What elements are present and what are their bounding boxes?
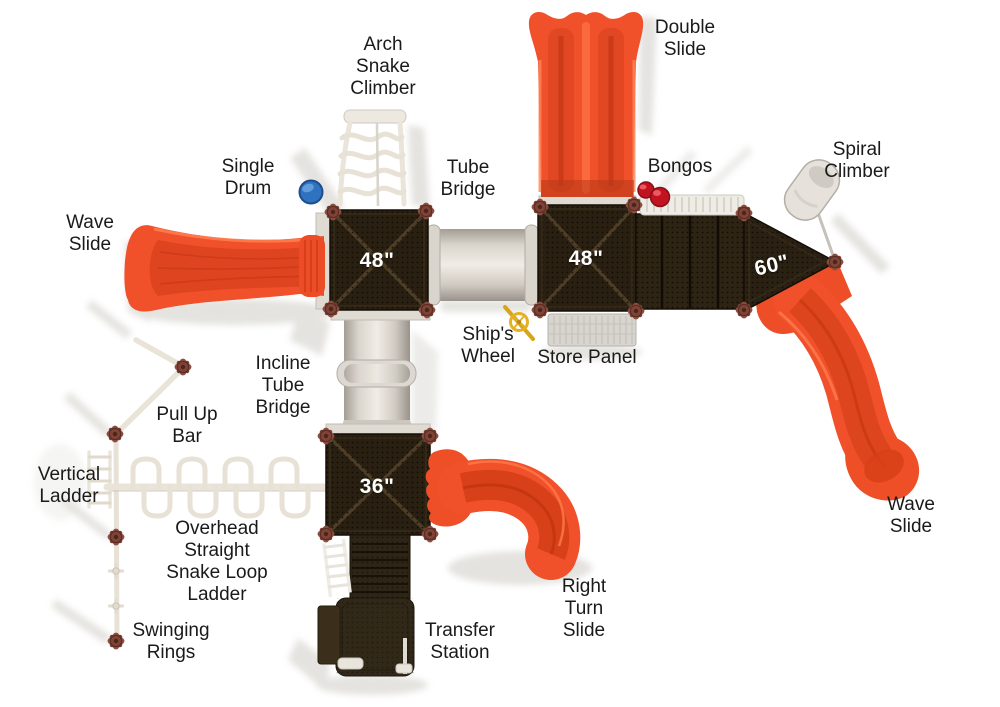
right-turn-slide-graphic	[425, 449, 581, 580]
label-overhead-ladder: Overhead Straight Snake Loop Ladder	[166, 518, 268, 606]
transfer-station-graphic	[317, 534, 415, 677]
deck-48-right	[537, 204, 637, 312]
swinging-ring	[107, 562, 125, 580]
tube-bridge-graphic	[426, 224, 539, 306]
label-tube-bridge: Tube Bridge	[440, 157, 496, 201]
label-bongos: Bongos	[647, 156, 713, 177]
label-spiral-climber: Spiral Climber	[824, 139, 890, 183]
deck-size-36: 36"	[359, 475, 395, 498]
ships-wheel-graphic	[503, 305, 535, 341]
wave-slide-right-graphic	[752, 258, 920, 501]
vertical-ladder-graphic	[87, 450, 112, 509]
snake-loop-ladder-graphic	[103, 456, 337, 519]
transfer-ladder	[322, 538, 352, 598]
label-single-drum: Single Drum	[221, 156, 275, 200]
wave-slide-left-graphic	[124, 225, 325, 312]
label-vertical-ladder: Vertical Ladder	[37, 464, 101, 508]
store-panel-graphic	[547, 313, 637, 347]
bongos-graphic	[637, 181, 671, 208]
label-pull-up-bar: Pull Up Bar	[156, 404, 218, 448]
label-incline-tube-bridge: Incline Tube Bridge	[255, 353, 311, 419]
single-drum-graphic	[298, 179, 324, 205]
label-right-turn-slide: Right Turn Slide	[561, 576, 607, 642]
deck-48-left	[329, 209, 429, 311]
arch-snake-climber-graphic	[337, 109, 407, 207]
deck-size-48-left: 48"	[359, 249, 395, 272]
spiral-climber-graphic	[783, 159, 841, 259]
label-store-panel: Store Panel	[537, 347, 637, 368]
double-slide-graphic	[528, 12, 644, 198]
label-ships-wheel: Ship's Wheel	[461, 324, 515, 368]
label-double-slide: Double Slide	[654, 17, 716, 61]
label-arch-snake-climber: Arch Snake Climber	[350, 34, 416, 100]
deck-36	[325, 433, 431, 536]
deck-60-triangle	[743, 211, 838, 313]
incline-tube-bridge-graphic	[336, 314, 417, 436]
label-transfer-station: Transfer Station	[424, 620, 496, 664]
swinging-ring	[107, 597, 125, 615]
steps-to-60	[635, 213, 745, 310]
label-wave-slide-left: Wave Slide	[66, 212, 114, 256]
deck-size-48-right: 48"	[568, 247, 604, 270]
pull-up-bar-graphic	[133, 337, 187, 370]
label-wave-slide-right: Wave Slide	[887, 494, 935, 538]
label-swinging-rings: Swinging Rings	[132, 620, 210, 664]
